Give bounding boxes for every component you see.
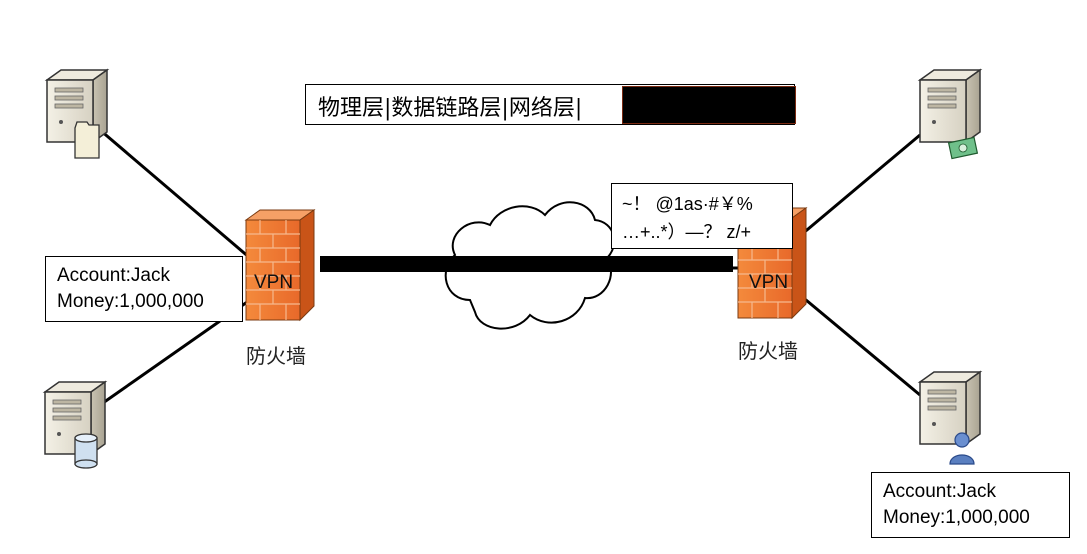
vpn-tunnel-bar [320,256,733,272]
account-money-left: Money:1,000,000 [57,291,204,312]
server-icon-bottom-right [919,371,981,465]
vpn-label-right: VPN [749,272,789,293]
folder-icon [74,121,100,159]
account-box-left: Account:Jack Money:1,000,000 [45,256,243,322]
redacted-block [622,86,796,124]
user-icon [949,432,975,465]
link-top-right-server [794,133,921,242]
money-icon [947,136,979,160]
link-bottom-right-server [799,293,921,397]
network-layers-box: 物理层|数据链路层|网络层| [305,84,796,125]
firewall-icon-left [245,209,315,321]
encrypted-data-box: ~！ @1as·#￥% …+..*）—？ z/+ [611,183,793,249]
firewall-label-left: 防火墙 [246,344,306,368]
account-money-right: Money:1,000,000 [883,507,1030,528]
server-icon-top-left [46,69,108,159]
account-name-left: Account:Jack [57,265,170,286]
network-layers-text: 物理层|数据链路层|网络层| [318,96,583,121]
server-icon-top-right [919,69,981,160]
database-icon [74,433,98,469]
link-top-left-server [99,128,251,260]
vpn-label-left: VPN [254,272,294,293]
firewall-label-right: 防火墙 [738,339,798,363]
encrypted-text-line-2: …+..*）—？ z/+ [622,222,752,242]
encrypted-text-line-1: ~！ @1as·#￥% [622,194,753,214]
account-box-right: Account:Jack Money:1,000,000 [871,472,1070,538]
account-name-right: Account:Jack [883,481,996,502]
server-icon-bottom-left [44,381,106,469]
